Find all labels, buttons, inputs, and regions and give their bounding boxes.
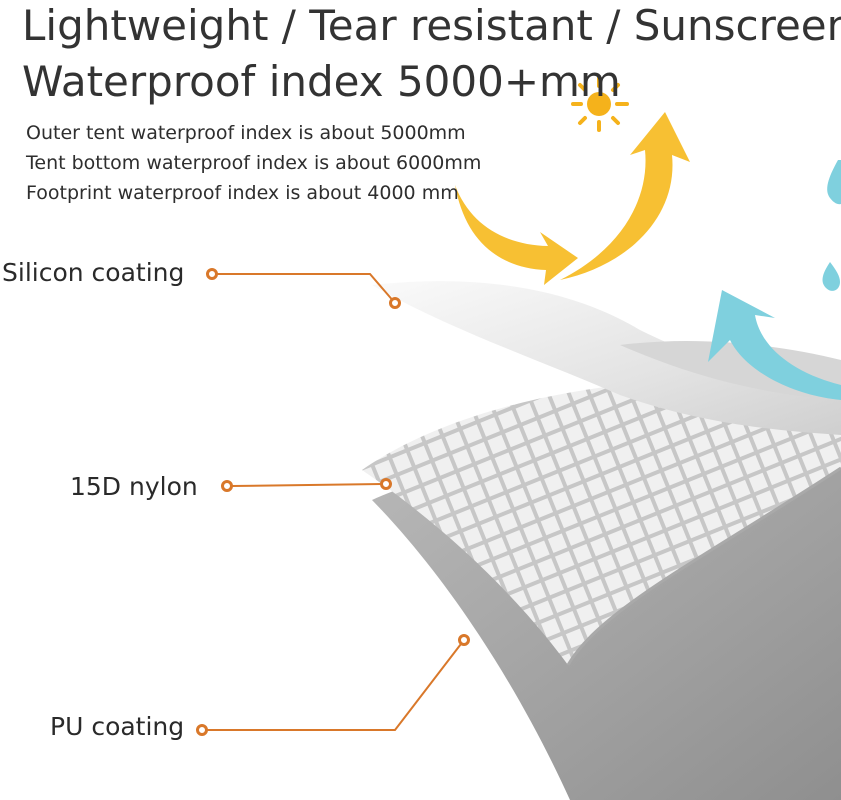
pu-leader-line xyxy=(206,639,465,731)
leader-dots xyxy=(196,268,470,736)
sunlight-reflect-arrow-icon xyxy=(455,112,690,285)
spec-outer-tent: Outer tent waterproof index is about 500… xyxy=(26,122,466,144)
title-line-2: Waterproof index 5000+mm xyxy=(22,57,621,106)
label-15d-nylon: 15D nylon xyxy=(70,472,198,501)
silicon-leader-line xyxy=(217,273,396,304)
spec-tent-bottom: Tent bottom waterproof index is about 60… xyxy=(26,152,482,174)
label-pu-coating: PU coating xyxy=(50,712,185,741)
nylon-layer xyxy=(362,378,841,665)
water-drop-icon xyxy=(822,160,841,291)
nylon-leader-line xyxy=(231,483,387,487)
sun-icon xyxy=(571,76,629,132)
silicon-coating-layer xyxy=(372,281,841,435)
title-line-1: Lightweight / Tear resistant / Sunscreen xyxy=(22,1,841,50)
label-silicon-coating: Silicon coating xyxy=(2,258,185,287)
water-repel-arrow-icon xyxy=(708,290,841,400)
leader-lines xyxy=(206,273,465,731)
spec-footprint: Footprint waterproof index is about 4000… xyxy=(26,182,459,204)
nylon-layer-edge xyxy=(566,466,841,666)
